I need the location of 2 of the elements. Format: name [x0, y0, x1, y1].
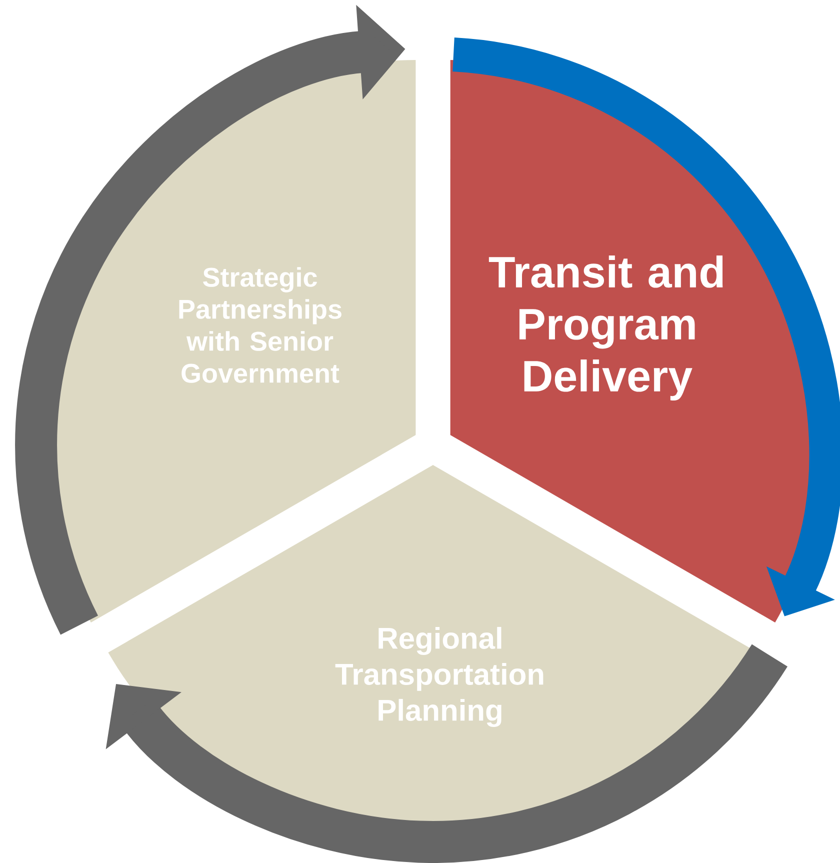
node-label: Strategic Partnerships with Senior Government [179, 267, 342, 383]
pie-sector: Regional Transportation Planning [108, 465, 758, 840]
